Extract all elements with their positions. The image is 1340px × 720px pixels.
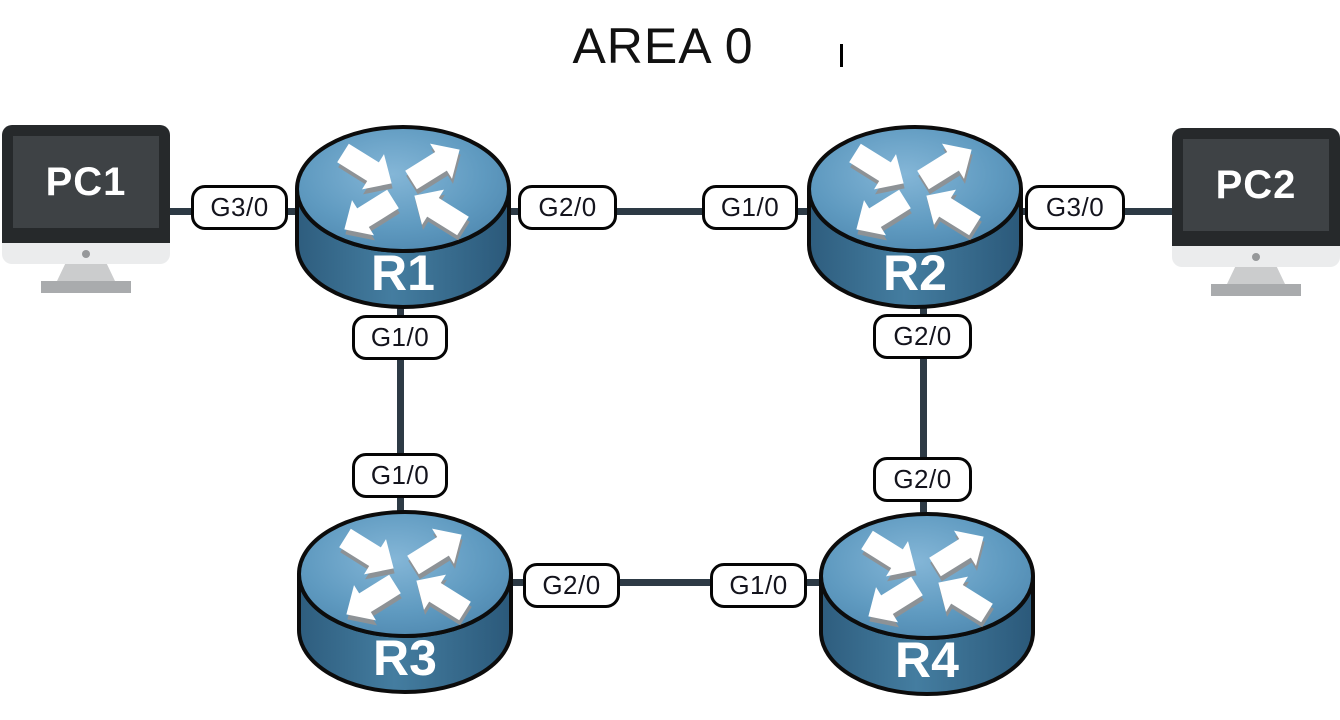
device-pc1: PC1 (2, 125, 170, 293)
router-icon: R4 (817, 510, 1037, 698)
monitor-base (41, 281, 131, 293)
monitor-icon: PC2 (1172, 128, 1340, 296)
link-r2-r4 (920, 290, 927, 524)
iface-label-r3-to-r4: G2/0 (523, 563, 620, 608)
router-icon: R2 (805, 123, 1025, 311)
iface-label-r2-to-r4: G2/0 (873, 314, 972, 359)
device-r2: R2 (805, 123, 1025, 311)
iface-label-r3-to-r1: G1/0 (352, 453, 448, 498)
iface-label-r4-to-r2: G2/0 (873, 457, 972, 502)
iface-label-r2-to-r1: G1/0 (702, 185, 798, 230)
monitor-chin (2, 243, 170, 264)
monitor-button-icon (1252, 252, 1260, 261)
iface-label-pc1-r1: G3/0 (191, 185, 288, 230)
pc1-label: PC1 (45, 159, 127, 204)
monitor-stand (1227, 267, 1285, 284)
r2-label: R2 (883, 245, 947, 301)
monitor-frame: PC2 (1172, 128, 1340, 246)
device-r3: R3 (295, 508, 515, 696)
r3-label: R3 (373, 630, 437, 686)
device-r4: R4 (817, 510, 1037, 698)
router-icon: R1 (293, 123, 513, 311)
iface-label-r4-to-r3: G1/0 (710, 563, 807, 608)
monitor-screen: PC1 (13, 136, 159, 228)
device-pc2: PC2 (1172, 128, 1340, 296)
r4-label: R4 (895, 632, 959, 688)
monitor-stand (57, 264, 115, 281)
monitor-frame: PC1 (2, 125, 170, 243)
stray-mark (840, 44, 843, 67)
monitor-button-icon (82, 249, 90, 258)
iface-label-r1-to-r3: G1/0 (352, 315, 448, 360)
monitor-screen: PC2 (1183, 139, 1329, 231)
link-r1-r2 (490, 208, 830, 215)
monitor-base (1211, 284, 1301, 296)
device-r1: R1 (293, 123, 513, 311)
iface-label-r1-to-r2: G2/0 (518, 185, 617, 230)
area-title: AREA 0 (572, 18, 754, 74)
link-r1-r3 (397, 290, 404, 522)
router-icon: R3 (295, 508, 515, 696)
link-r3-r4 (400, 579, 930, 586)
iface-label-r2-pc2: G3/0 (1025, 185, 1125, 230)
monitor-icon: PC1 (2, 125, 170, 293)
r1-label: R1 (371, 245, 435, 301)
pc2-label: PC2 (1215, 162, 1297, 207)
monitor-chin (1172, 246, 1340, 267)
